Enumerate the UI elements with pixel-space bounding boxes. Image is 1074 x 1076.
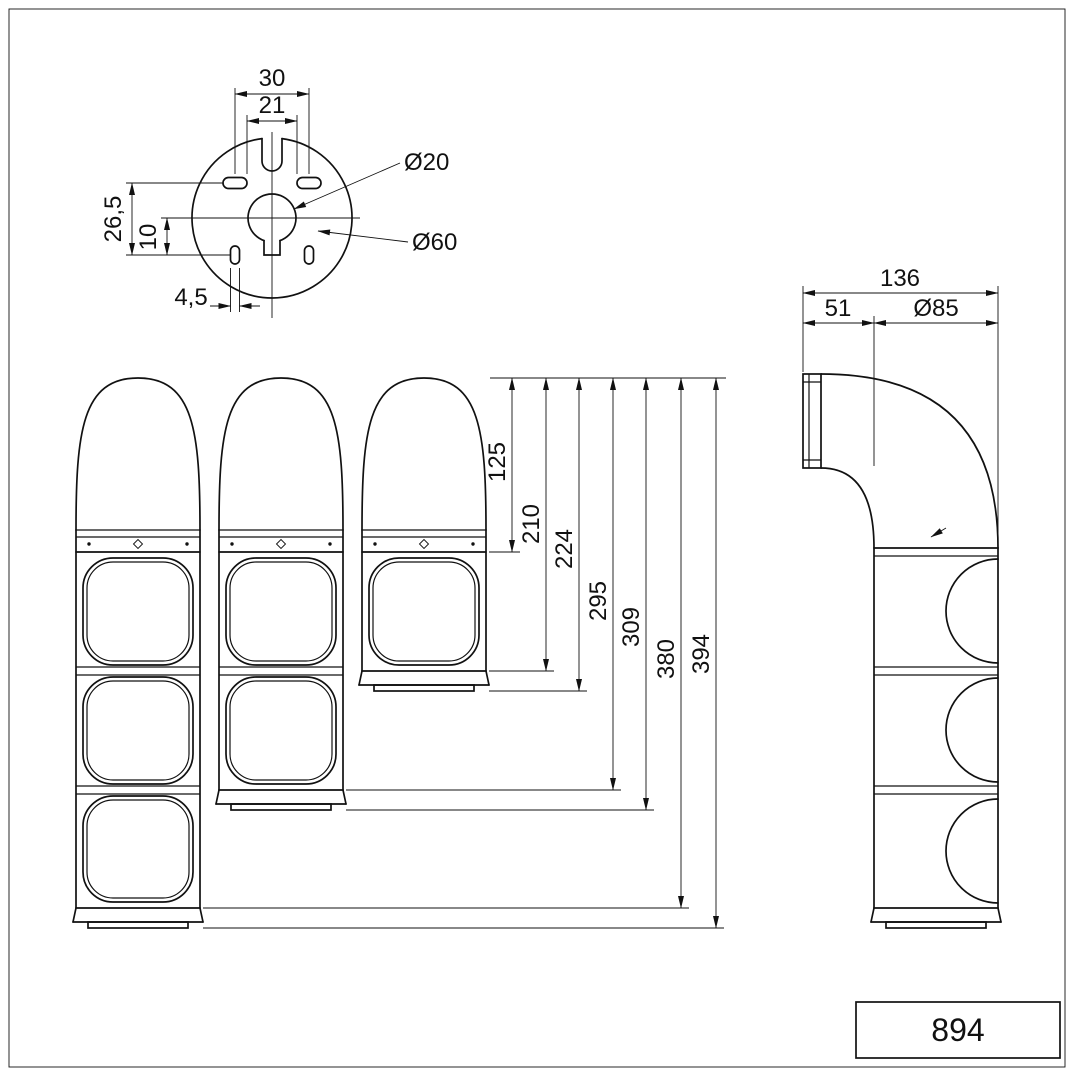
center-keyhole	[247, 193, 297, 242]
front-view-towers: 125 210 224 295 309 380 394	[72, 377, 726, 929]
lens-profile	[945, 798, 999, 904]
tower-foot	[230, 803, 332, 811]
side-view: 136 51 Ø85	[802, 265, 1002, 929]
wall-bracket	[802, 373, 822, 469]
page-border	[8, 8, 1066, 1068]
tower-2-modules	[215, 377, 347, 811]
dim-label-136: 136	[880, 265, 920, 292]
lens	[225, 676, 337, 785]
indicator-diamond	[275, 538, 287, 550]
tower-foot	[885, 921, 987, 929]
dim-label-d85: Ø85	[913, 295, 958, 322]
dim-label-21: 21	[259, 92, 286, 119]
lens	[82, 676, 194, 785]
slot-top-left	[222, 176, 248, 190]
tower-3-modules	[72, 377, 204, 929]
height-dimensions: 125 210 224 295 309 380 394	[203, 377, 726, 929]
lens	[368, 557, 480, 666]
lens	[82, 557, 194, 666]
dim-label-d60: Ø60	[412, 229, 457, 256]
top-view-flange: 30 21 26,5 10 4,5 Ø20 Ø60	[100, 65, 457, 318]
dim-label-51: 51	[825, 295, 852, 322]
slot-top-right	[296, 176, 322, 190]
indicator-diamond	[132, 538, 144, 550]
tower-foot	[87, 921, 189, 929]
dim-label-309: 309	[618, 607, 645, 647]
dim-label-30: 30	[259, 65, 286, 92]
tube-outer-curve	[820, 373, 999, 549]
direction-arrow	[930, 527, 947, 538]
tube-inner-curve	[820, 467, 875, 549]
lens	[82, 795, 194, 903]
tower-foot	[373, 684, 475, 692]
top-notch	[261, 137, 283, 172]
lens-profile	[945, 558, 999, 664]
slot-bottom-right	[303, 245, 315, 265]
dim-label-4-5: 4,5	[174, 284, 207, 311]
lens-profile	[945, 677, 999, 783]
side-tower-body	[870, 547, 1002, 929]
tower-1-module	[358, 377, 490, 692]
slot-bottom-left	[229, 245, 241, 265]
dim-label-26-5: 26,5	[100, 196, 127, 243]
dim-label-394: 394	[688, 634, 715, 674]
dim-label-380: 380	[653, 639, 680, 679]
dim-label-210: 210	[518, 504, 545, 544]
title-block: 894	[855, 1001, 1061, 1059]
dim-label-d20: Ø20	[404, 149, 449, 176]
part-number: 894	[931, 1012, 984, 1048]
dim-label-295: 295	[585, 581, 612, 621]
dim-label-10: 10	[135, 224, 162, 251]
indicator-diamond	[418, 538, 430, 550]
lens	[225, 557, 337, 666]
dim-label-224: 224	[551, 529, 578, 569]
dim-label-125: 125	[484, 442, 511, 482]
